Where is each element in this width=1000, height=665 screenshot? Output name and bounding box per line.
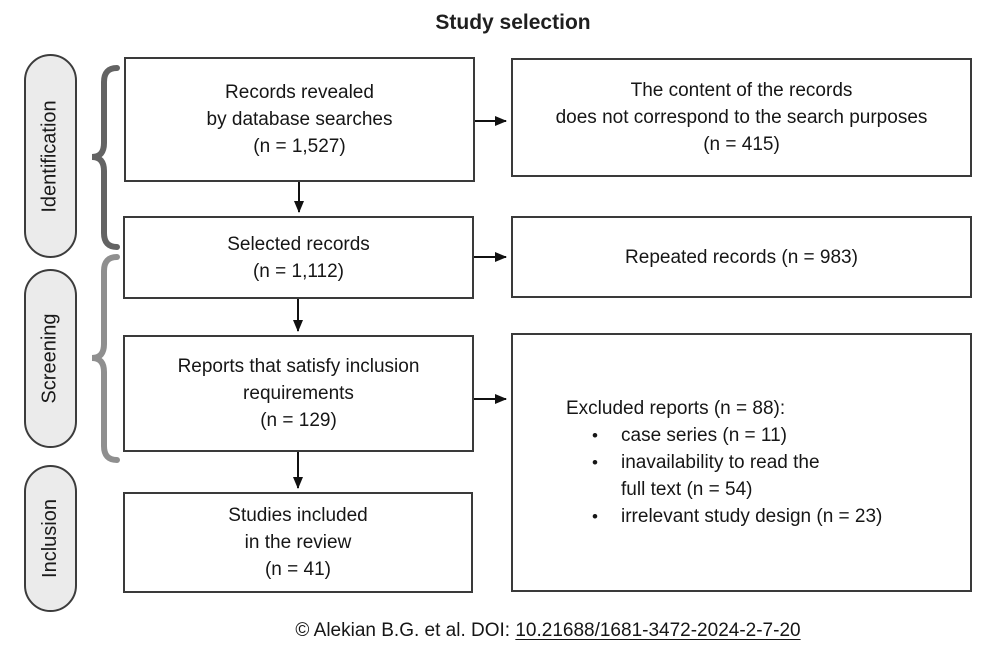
list-item-text: full text (n = 54) xyxy=(621,479,753,500)
box-text-line: Records revealed xyxy=(225,82,374,103)
flow-box-studies-included: Studies included in the review (n = 41) xyxy=(123,492,473,593)
list-item: • case series (n = 11) xyxy=(592,422,882,449)
box-text-line: The content of the records xyxy=(630,80,853,101)
list-item-text: case series (n = 11) xyxy=(621,425,787,446)
bullet-icon: • xyxy=(592,453,598,472)
box-text-line: in the review xyxy=(244,532,352,553)
box-text-line: Studies included xyxy=(228,505,368,526)
excluded-reports-block: Excluded reports (n = 88): • case series… xyxy=(513,395,882,530)
box-text-line: does not correspond to the search purpos… xyxy=(555,107,928,128)
list-item-text: inavailability to read the xyxy=(621,452,820,473)
stage-label-identification: Identification xyxy=(39,99,62,213)
box-text-line: by database searches xyxy=(206,109,393,130)
box-count: (n = 41) xyxy=(264,559,331,580)
box-text-line: Selected records xyxy=(227,233,370,255)
box-text-line: requirements xyxy=(243,383,354,404)
box-count: (n = 1,112) xyxy=(252,260,344,282)
attribution-line: © Alekian B.G. et al. DOI: 10.21688/1681… xyxy=(124,620,972,642)
list-item: • irrelevant study design (n = 23) xyxy=(592,503,882,530)
diagram-title: Study selection xyxy=(435,11,591,34)
bullet-icon: • xyxy=(592,426,598,445)
flow-box-selected-records: Selected records (n = 1,112) xyxy=(123,216,474,299)
flow-box-reports-satisfy-inclusion: Reports that satisfy inclusion requireme… xyxy=(123,335,474,452)
box-count: (n = 415) xyxy=(703,134,780,155)
side-box-excluded-reports: Excluded reports (n = 88): • case series… xyxy=(511,333,972,592)
box-text-line: Repeated records (n = 983) xyxy=(625,246,858,268)
stage-pill-inclusion: Inclusion xyxy=(24,465,77,612)
list-item-text: irrelevant study design (n = 23) xyxy=(621,506,883,527)
stage-pill-screening: Screening xyxy=(24,269,77,448)
brace-screening xyxy=(91,254,120,463)
excluded-reports-list: • case series (n = 11) • inavailability … xyxy=(592,422,882,530)
box-count: (n = 1,527) xyxy=(253,136,346,157)
list-item: • inavailability to read the full text (… xyxy=(592,449,882,503)
copyright-text: © Alekian B.G. et al. DOI: xyxy=(295,620,516,641)
box-text-line: Reports that satisfy inclusion xyxy=(177,356,420,377)
box-count: (n = 129) xyxy=(260,410,337,431)
flow-box-records-revealed: Records revealed by database searches (n… xyxy=(124,57,475,182)
side-box-repeated-records: Repeated records (n = 983) xyxy=(511,216,972,298)
side-box-content-not-correspond: The content of the records does not corr… xyxy=(511,58,972,177)
bullet-icon: • xyxy=(592,507,598,526)
brace-identification xyxy=(91,65,120,250)
doi-link[interactable]: 10.21688/1681-3472-2024-2-7-20 xyxy=(515,620,801,641)
excluded-reports-heading: Excluded reports (n = 88): xyxy=(566,398,786,419)
stage-label-screening: Screening xyxy=(39,313,61,404)
stage-pill-identification: Identification xyxy=(24,54,77,258)
stage-label-inclusion: Inclusion xyxy=(39,499,61,578)
